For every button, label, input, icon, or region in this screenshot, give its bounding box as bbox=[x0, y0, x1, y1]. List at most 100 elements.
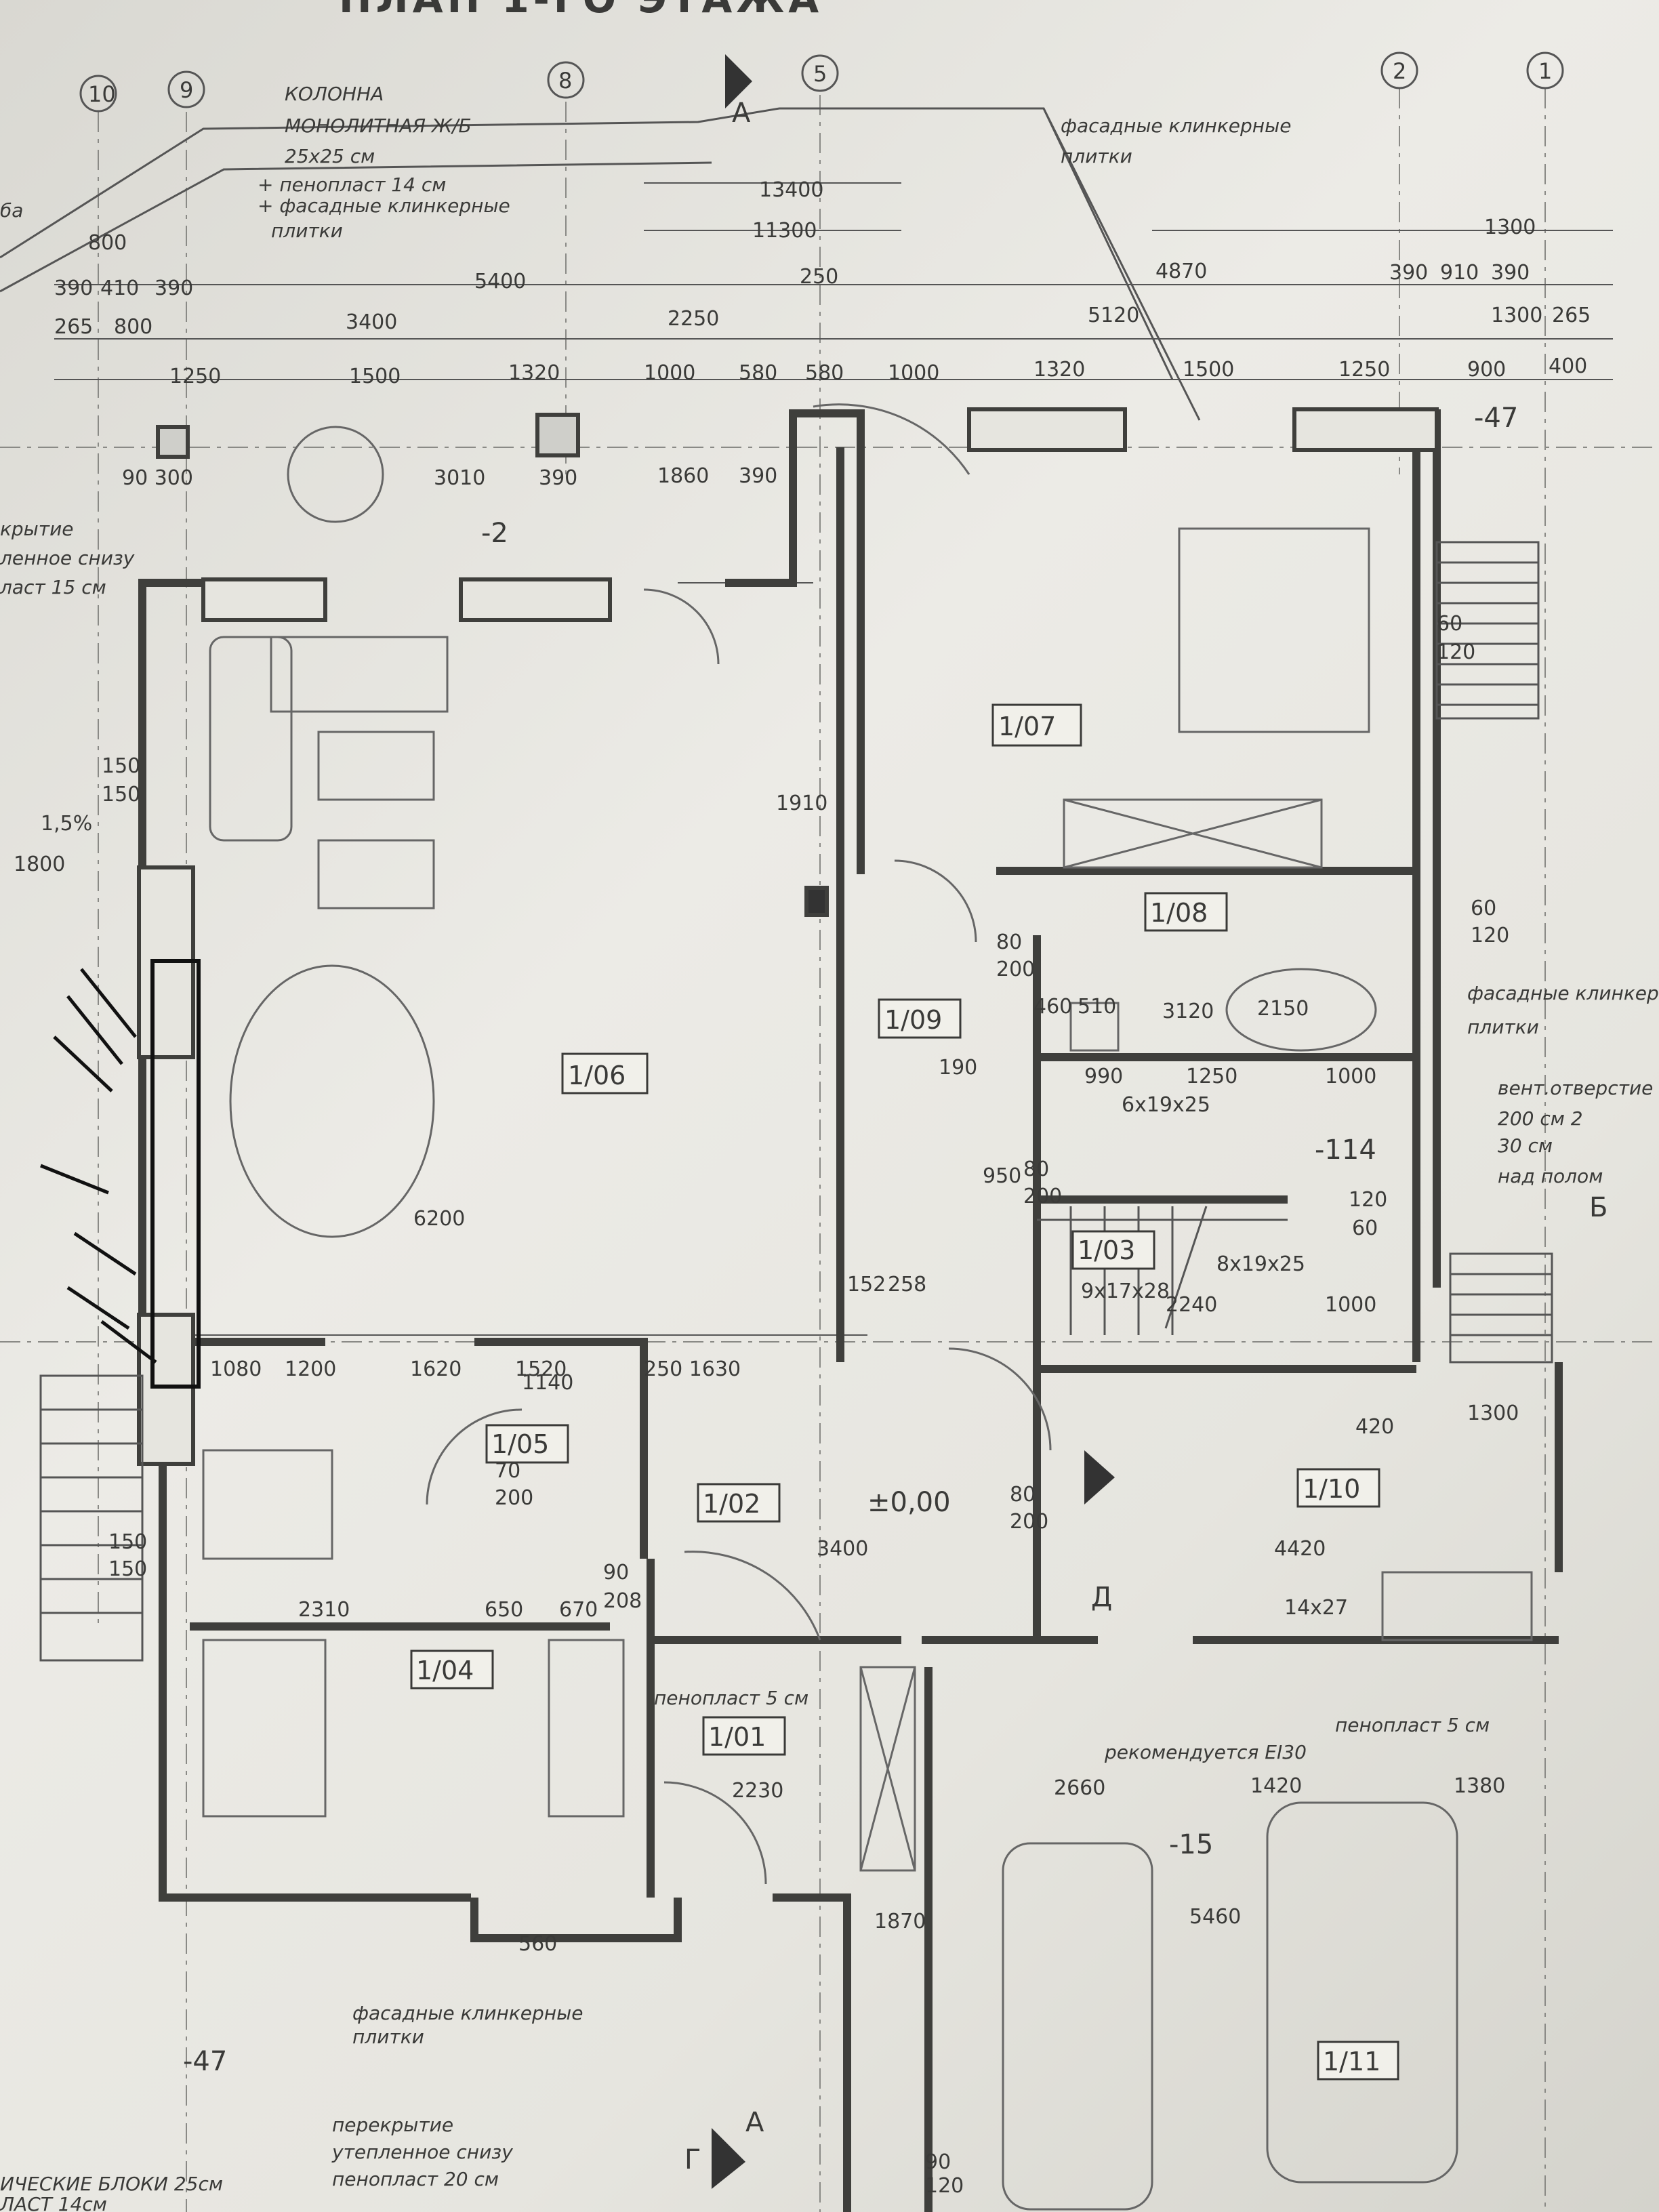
dimension: 1000 bbox=[1325, 1065, 1376, 1088]
note: над полом bbox=[1498, 1165, 1603, 1187]
dimension: 420 bbox=[1355, 1415, 1394, 1439]
dimension: 1320 bbox=[1033, 358, 1085, 382]
dimension: 900 bbox=[1467, 358, 1506, 382]
dimension: 5460 bbox=[1189, 1905, 1241, 1929]
dimension: 2310 bbox=[298, 1598, 350, 1622]
axis-label: 8 bbox=[558, 68, 572, 94]
dimension: 13400 bbox=[759, 178, 823, 202]
note: крытие bbox=[0, 518, 74, 540]
dimension: 14x27 bbox=[1284, 1596, 1348, 1620]
dimension: 90 bbox=[925, 2150, 951, 2174]
note: КОЛОННА bbox=[285, 83, 384, 105]
level-mark: -15 bbox=[1169, 1829, 1213, 1860]
dimension: 80 bbox=[996, 930, 1022, 954]
dimension: 3010 bbox=[434, 466, 485, 490]
note: плитки bbox=[1467, 1016, 1539, 1038]
dimension: 1000 bbox=[644, 361, 695, 385]
dimension: 1080 bbox=[210, 1357, 262, 1381]
dimension: 580 bbox=[805, 361, 844, 385]
dimension: 990 bbox=[1084, 1065, 1123, 1088]
dimension: 1520 bbox=[515, 1357, 567, 1381]
note: вент.отверстие bbox=[1498, 1077, 1653, 1099]
dimension: 4420 bbox=[1274, 1537, 1326, 1561]
axis-label: 1 bbox=[1538, 58, 1552, 84]
note: утепленное снизу bbox=[331, 2141, 513, 2163]
dimension: 3400 bbox=[346, 310, 397, 334]
level-mark: ±0,00 bbox=[867, 1487, 951, 1518]
note: МОНОЛИТНАЯ Ж/Б bbox=[285, 115, 472, 137]
dimension: 510 bbox=[1078, 995, 1116, 1019]
dimension: 60 bbox=[1471, 897, 1496, 920]
plan-title: ПЛАН 1-ГО ЭТАЖА bbox=[339, 0, 823, 22]
dimension: 120 bbox=[925, 2174, 964, 2198]
axis-label: 10 bbox=[88, 81, 116, 107]
dimension: 1300 bbox=[1491, 304, 1542, 327]
note: + пенопласт 14 см bbox=[258, 173, 446, 196]
room-label: 1/04 bbox=[416, 1656, 474, 1685]
dimension: 390 bbox=[539, 466, 577, 490]
room-label: 1/08 bbox=[1150, 898, 1208, 928]
note: ласт 15 см bbox=[0, 576, 106, 598]
dimension-labels: 13400 11300 1300 4870 5400 250 3400 2250… bbox=[14, 178, 1591, 2198]
dimension: 1000 bbox=[1325, 1293, 1376, 1317]
dimension: 1380 bbox=[1454, 1774, 1505, 1798]
dimension: 650 bbox=[485, 1598, 523, 1622]
dimension: 390 bbox=[739, 464, 777, 488]
dimension: 410 bbox=[100, 276, 139, 300]
dimension: 8x19x25 bbox=[1216, 1252, 1305, 1276]
dimension: 200 bbox=[1010, 1510, 1048, 1534]
dimension: 250 bbox=[800, 265, 838, 289]
dimension: 390 bbox=[155, 276, 193, 300]
dimension: 258 bbox=[888, 1273, 926, 1296]
note: рекомендуется EI30 bbox=[1104, 1741, 1307, 1763]
note: фасадные клинкерные bbox=[1061, 115, 1291, 137]
dimension: 5120 bbox=[1088, 304, 1139, 327]
dimension: 580 bbox=[739, 361, 777, 385]
note: плитки bbox=[271, 220, 343, 242]
dimension: 1860 bbox=[657, 464, 709, 488]
note: ИЧЕСКИЕ БЛОКИ 25см bbox=[0, 2173, 223, 2195]
dimension: 265 bbox=[1552, 304, 1591, 327]
note: ленное снизу bbox=[0, 547, 135, 569]
dimension: 150 bbox=[102, 754, 140, 778]
dimension: 265 bbox=[54, 315, 93, 339]
dimension: 390 bbox=[1389, 261, 1428, 285]
dimension: 152 bbox=[847, 1273, 886, 1296]
dimension: 2240 bbox=[1166, 1293, 1217, 1317]
dimension: 1870 bbox=[874, 1910, 926, 1933]
dimension: 1200 bbox=[285, 1357, 336, 1381]
dimension: 390 bbox=[1491, 261, 1530, 285]
dimension: 150 bbox=[102, 783, 140, 806]
note: плитки bbox=[352, 2026, 424, 2048]
room-labels: 1/07 1/08 1/09 1/06 1/03 1/05 1/02 1/10 … bbox=[416, 712, 1380, 2076]
dimension: 800 bbox=[88, 231, 127, 255]
room-label: 1/07 bbox=[998, 712, 1056, 741]
note: пенопласт 20 см bbox=[332, 2168, 499, 2190]
level-mark: -47 bbox=[1474, 403, 1518, 434]
level-mark: Г bbox=[684, 2144, 701, 2175]
dimension: 1300 bbox=[1467, 1401, 1519, 1425]
axis-labels: 10 9 8 5 2 1 bbox=[88, 58, 1552, 107]
dimension: 80 bbox=[1010, 1483, 1036, 1507]
dimension: 390 bbox=[54, 276, 93, 300]
level-mark: -114 bbox=[1315, 1134, 1376, 1166]
dimension: 1250 bbox=[1186, 1065, 1237, 1088]
level-mark: -47 bbox=[183, 2046, 227, 2077]
dimension: 3120 bbox=[1162, 1000, 1214, 1023]
level-marks: ±0,00 -114 -2 -47 -15 -47 А А Б Д Г 1,5% bbox=[41, 98, 1607, 2175]
dimension: 910 bbox=[1440, 261, 1479, 285]
dimension: 560 bbox=[518, 1932, 557, 1956]
axis-label: 9 bbox=[180, 77, 193, 103]
dimension: 200 bbox=[1023, 1185, 1062, 1208]
note: ЛАСТ 14см bbox=[0, 2193, 107, 2212]
room-label: 1/02 bbox=[703, 1489, 760, 1519]
dimension: 1800 bbox=[14, 853, 65, 876]
dimension: 1250 bbox=[169, 365, 221, 388]
dimension: 1620 bbox=[410, 1357, 462, 1381]
dimension: 4870 bbox=[1155, 260, 1207, 283]
note: 25х25 см bbox=[285, 145, 375, 167]
dimension: 90 bbox=[603, 1561, 629, 1584]
room-label: 1/11 bbox=[1323, 2047, 1380, 2076]
